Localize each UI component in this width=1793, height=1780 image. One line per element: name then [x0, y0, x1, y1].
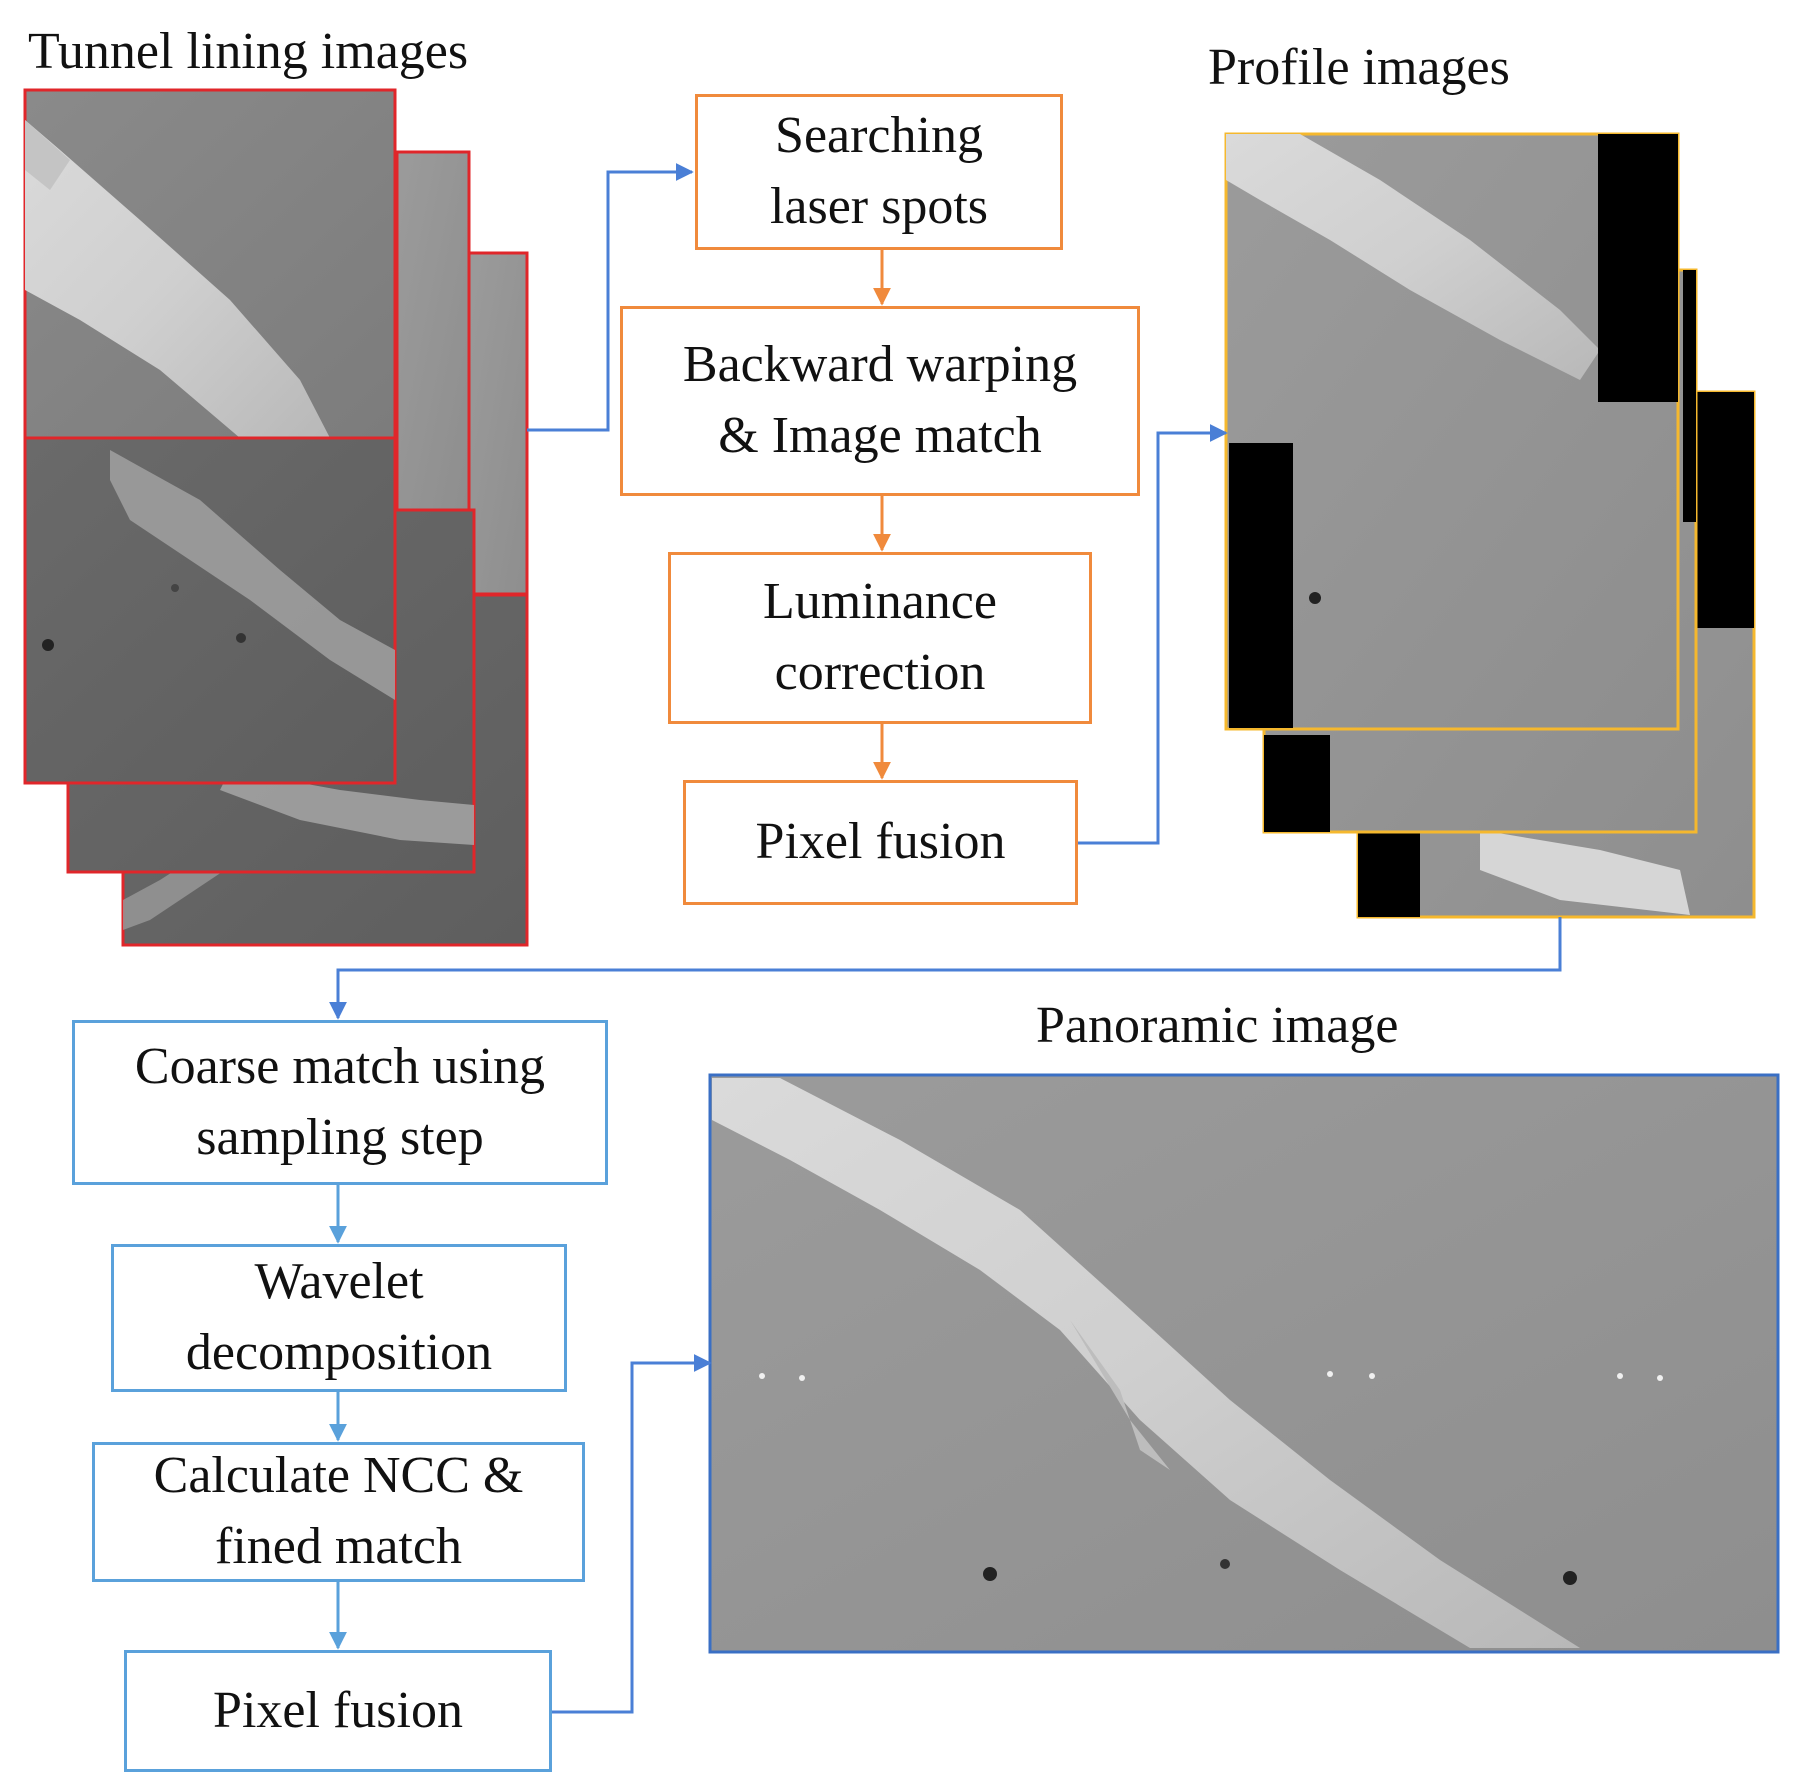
- profile-image-stack: [1224, 132, 1756, 919]
- tunnel-image-front-bottom: [23, 436, 397, 785]
- step-line-2: & Image match: [718, 407, 1042, 464]
- tunnel-lining-image-stack: [23, 88, 529, 947]
- step-line-2: correction: [774, 644, 986, 701]
- step-line-1: Searching: [775, 107, 983, 165]
- step-pixel-fusion-top: Pixel fusion: [683, 780, 1078, 905]
- step-line-1: Luminance: [763, 573, 997, 631]
- arrow-fusion-to-profile: [1078, 424, 1228, 845]
- step-line-1: Wavelet: [254, 1253, 424, 1311]
- step-line-2: fined match: [215, 1518, 462, 1575]
- step-line-1: Pixel fusion: [213, 1681, 463, 1739]
- tunnel-lining-heading: Tunnel lining images: [28, 23, 469, 80]
- step-pixel-fusion-bottom: Pixel fusion: [124, 1650, 552, 1772]
- panoramic-image-heading: Panoramic image: [1036, 997, 1399, 1054]
- arrow-tunnel-to-search: [527, 163, 694, 432]
- step-line-1: Calculate NCC &: [153, 1447, 524, 1505]
- step-line-2: decomposition: [185, 1324, 493, 1381]
- profile-images-heading: Profile images: [1208, 39, 1510, 96]
- tunnel-image-back-3: [467, 251, 529, 596]
- step-line-1: Backward warping: [682, 336, 1078, 394]
- step-calculate-ncc: Calculate NCC & fined match: [92, 1442, 585, 1582]
- panoramic-image: [708, 1073, 1780, 1654]
- step-wavelet-decomposition: Wavelet decomposition: [111, 1244, 567, 1392]
- arrow-profile-to-coarse: [329, 917, 1562, 1020]
- step-coarse-match: Coarse match using sampling step: [72, 1020, 608, 1185]
- step-backward-warping: Backward warping & Image match: [620, 306, 1140, 496]
- step-searching-laser-spots: Searching laser spots: [695, 94, 1063, 250]
- step-luminance-correction: Luminance correction: [668, 552, 1092, 724]
- step-line-2: laser spots: [769, 178, 989, 235]
- step-line-1: Pixel fusion: [755, 813, 1006, 871]
- step-line-2: sampling step: [196, 1108, 484, 1166]
- step-line-1: Coarse match using: [134, 1037, 546, 1095]
- tunnel-image-back-2: [395, 150, 471, 514]
- arrow-fusion-to-panoramic: [552, 1354, 712, 1714]
